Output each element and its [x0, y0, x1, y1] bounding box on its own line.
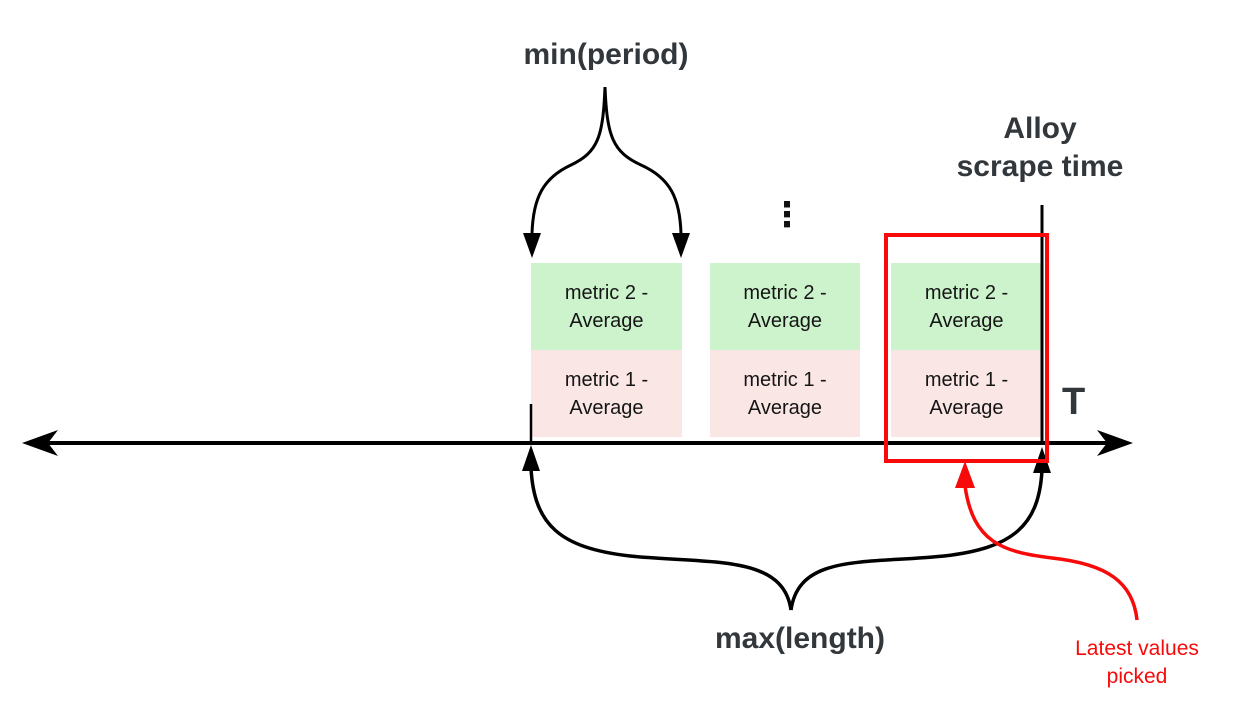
- metric2-cell-3: metric 2 - Average: [891, 263, 1042, 350]
- metric1-cell-2: metric 1 - Average: [710, 350, 860, 437]
- metric2-cell-2: metric 2 - Average: [710, 263, 860, 350]
- latest-values-line1: Latest values: [1075, 637, 1199, 660]
- interval-box-1: metric 2 - Average metric 1 - Average: [531, 263, 682, 437]
- min-period-label: min(period): [523, 38, 689, 71]
- metric1-label-line1: metric 1 -: [743, 368, 827, 391]
- metric2-cell-1: metric 2 - Average: [531, 263, 682, 350]
- min-period-brace-right: [603, 86, 683, 235]
- metric1-label-line2: Average: [929, 396, 1004, 419]
- interval-box-3-latest: metric 2 - Average metric 1 - Average: [891, 263, 1042, 437]
- min-period-left-arrowhead-icon: [523, 233, 541, 258]
- latest-values-line2: picked: [1106, 665, 1168, 688]
- min-period-right-arrowhead-icon: [672, 233, 690, 258]
- max-length-brace-right: [789, 469, 1044, 611]
- metric2-label-line1: metric 2 -: [564, 281, 649, 304]
- time-axis-right-arrowhead-icon: [1097, 430, 1133, 456]
- alloy-scrape-time-label: Alloy scrape time: [890, 110, 1190, 186]
- max-length-left-arrowhead-icon: [522, 445, 540, 471]
- alloy-scrape-time-line1: Alloy: [1003, 112, 1077, 145]
- metric1-cell-3: metric 1 - Average: [891, 350, 1042, 437]
- latest-values-arrowhead-icon: [955, 461, 975, 488]
- latest-values-picked-label: Latest values picked: [1037, 635, 1237, 691]
- time-axis-t-label: T: [1062, 381, 1086, 423]
- metric2-label-line1: metric 2 -: [924, 281, 1009, 304]
- latest-interval-highlight-rect: [884, 233, 1049, 463]
- metric1-label-line1: metric 1 -: [564, 368, 649, 391]
- metric2-label-line2: Average: [929, 309, 1004, 332]
- min-period-brace-left: [530, 86, 607, 235]
- max-length-brace-left: [529, 467, 793, 611]
- metric1-label-line1: metric 1 -: [924, 368, 1009, 391]
- metric2-label-line1: metric 2 -: [743, 281, 827, 304]
- max-length-label: max(length): [714, 622, 885, 655]
- metric2-label-line2: Average: [747, 309, 823, 332]
- alloy-scrape-time-line2: scrape time: [956, 150, 1124, 183]
- ellipsis-more-intervals: ⋮: [770, 195, 804, 235]
- interval-box-2: metric 2 - Average metric 1 - Average: [710, 263, 860, 437]
- metric1-label-line2: Average: [569, 396, 644, 419]
- metric1-cell-1: metric 1 - Average: [531, 350, 682, 437]
- latest-values-arrow-curve: [963, 485, 1139, 621]
- metric1-label-line2: Average: [747, 396, 823, 419]
- time-axis-left-arrowhead-icon: [22, 430, 58, 456]
- metric2-label-line2: Average: [569, 309, 644, 332]
